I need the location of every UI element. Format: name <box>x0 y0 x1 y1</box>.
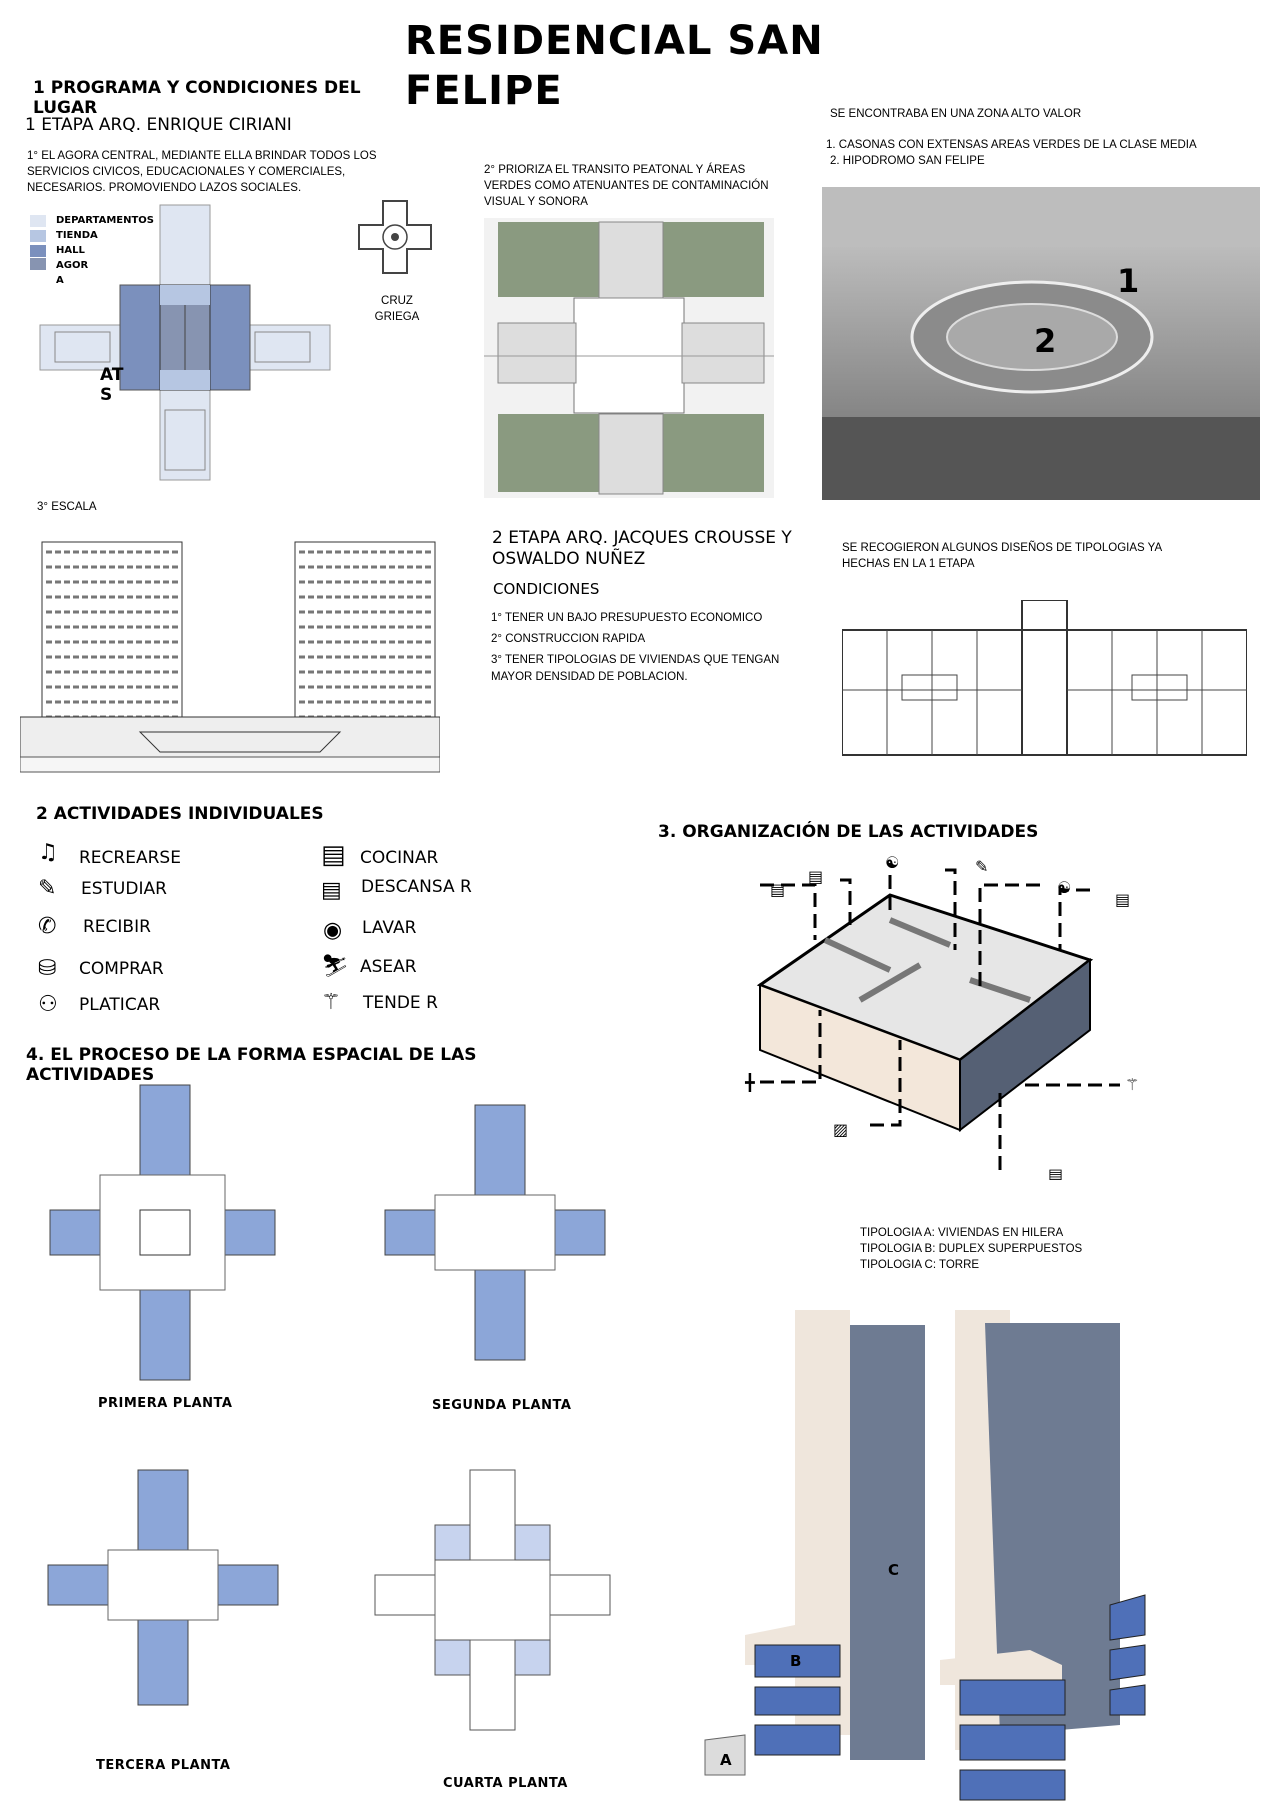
legend-item: TIENDA <box>30 228 154 243</box>
activity-label: ASEAR <box>360 957 417 977</box>
photo-mark-2: 2 <box>1034 322 1056 360</box>
activity-label: LAVAR <box>362 918 417 938</box>
cart-icon: ⛁ <box>38 956 57 981</box>
zona-list-item: 1. CASONAS CON EXTENSAS AREAS VERDES DE … <box>826 139 1197 151</box>
greek-cross-icon <box>358 200 432 274</box>
plan-label: SEGUNDA PLANTA <box>432 1398 572 1413</box>
dance-icon: ♫ <box>38 840 58 865</box>
stove-icon: ▤ <box>321 840 346 870</box>
activities-organization-diagram: ▤ ▤ ☯ ✎ ☯ ▤ ╋ ▨ ⚚ ▤ <box>744 853 1139 1180</box>
sofa-icon: ▨ <box>833 1120 848 1139</box>
activity-label: RECIBIR <box>83 917 151 937</box>
section4-heading: 4. EL PROCESO DE LA FORMA ESPACIAL DE LA… <box>26 1045 477 1085</box>
receive-icon: ✆ <box>38 914 57 939</box>
plan-legend: DEPARTAMENTOS TIENDA HALL AGOR A <box>30 213 154 288</box>
condicion-item: 2° CONSTRUCCION RAPIDA <box>491 633 646 645</box>
legend-label: DEPARTAMENTOS <box>56 215 154 226</box>
bed-icon: ▤ <box>808 867 823 886</box>
plan-fragment-text: AT S <box>100 365 124 405</box>
tipologias-list: TIPOLOGIA A: VIVIENDAS EN HILERA TIPOLOG… <box>860 1225 1082 1273</box>
plan-primera <box>49 1084 276 1381</box>
legend-swatch <box>30 229 46 242</box>
condiciones-list: 1° TENER UN BAJO PRESUPUESTO ECONOMICO 2… <box>491 610 791 686</box>
paragraph-agora: 1° EL AGORA CENTRAL, MEDIANTE ELLA BRIND… <box>27 150 377 194</box>
toilet-icon: ⛷ <box>321 954 349 979</box>
cross-plan-diagram <box>39 204 331 481</box>
bed-icon: ▤ <box>321 878 342 903</box>
escala-label: 3° ESCALA <box>37 501 97 513</box>
activity-label: PLATICAR <box>79 995 161 1015</box>
section2-heading: 2 ACTIVIDADES INDIVIDUALES <box>36 804 324 824</box>
cruz-griega-label: CRUZ GRIEGA <box>374 295 420 323</box>
condiciones-label: CONDICIONES <box>493 580 600 598</box>
table-icon: ╋ <box>744 1072 755 1092</box>
washer-icon: ◉ <box>323 918 343 943</box>
bed-icon: ▤ <box>1115 890 1130 909</box>
plan-label: TERCERA PLANTA <box>96 1758 231 1773</box>
study-icon: ✎ <box>975 857 988 876</box>
legend-label: TIENDA <box>56 230 98 241</box>
paragraph-transito: 2° PRIORIZA EL TRANSITO PEATONAL Y ÁREAS… <box>484 164 769 208</box>
plan-label: PRIMERA PLANTA <box>98 1396 233 1411</box>
legend-item: HALL <box>30 243 154 258</box>
typology-mark-b: B <box>790 1652 801 1670</box>
tipologia-item: TIPOLOGIA C: TORRE <box>860 1259 980 1271</box>
site-plan-diagram <box>484 218 774 498</box>
activity-label: DESCANSA R <box>361 877 472 897</box>
plan-segunda <box>384 1104 606 1361</box>
activity-label: RECREARSE <box>79 848 181 868</box>
activity-label: ESTUDIAR <box>81 879 167 899</box>
condicion-item: 3° TENER TIPOLOGIAS DE VIVIENDAS QUE TEN… <box>491 654 780 683</box>
condicion-item: 1° TENER UN BAJO PRESUPUESTO ECONOMICO <box>491 612 763 624</box>
plan-label: CUARTA PLANTA <box>443 1776 568 1791</box>
restroom-icon: ☯ <box>1057 878 1071 897</box>
legend-item: DEPARTAMENTOS <box>30 213 154 228</box>
typology-massing-3d: A B C <box>704 1310 1146 1801</box>
tipologia-item: TIPOLOGIA A: VIVIENDAS EN HILERA <box>860 1227 1064 1239</box>
elevation-drawing <box>20 541 440 773</box>
typology-mark-a: A <box>720 1751 732 1769</box>
etapa2-title: 2 ETAPA ARQ. JACQUES CROUSSE Y OSWALDO N… <box>492 528 792 569</box>
restroom-icon: ☯ <box>885 853 899 872</box>
zona-list: 1. CASONAS CON EXTENSAS AREAS VERDES DE … <box>826 137 1197 169</box>
legend-item: AGOR A <box>30 258 154 288</box>
laundry-line-icon: ⚚ <box>321 990 341 1015</box>
title-line-2: FELIPE <box>405 68 563 114</box>
talk-icon: ⚇ <box>38 992 58 1017</box>
legend-swatch <box>30 244 46 257</box>
recogieron-text: SE RECOGIERON ALGUNOS DISEÑOS DE TIPOLOG… <box>842 542 1162 570</box>
section1-heading: 1 PROGRAMA Y CONDICIONES DEL LUGAR <box>33 78 361 118</box>
typology-floor-plan <box>842 600 1247 756</box>
typology-mark-c: C <box>888 1561 899 1579</box>
activity-label: COMPRAR <box>79 959 164 979</box>
zona-text: SE ENCONTRABA EN UNA ZONA ALTO VALOR <box>830 108 1082 120</box>
activity-label: TENDE R <box>363 993 438 1013</box>
bed-icon: ▤ <box>770 880 785 899</box>
page-title: RESIDENCIAL SAN FELIPE <box>405 16 824 116</box>
legend-label: AGOR A <box>56 260 89 286</box>
stove-icon: ▤ <box>1048 1165 1063 1180</box>
zona-list-item: 2. HIPODROMO SAN FELIPE <box>830 155 985 167</box>
activity-label: COCINAR <box>360 848 439 868</box>
legend-label: HALL <box>56 245 85 256</box>
title-line-1: RESIDENCIAL SAN <box>405 18 824 64</box>
laundry-line-icon: ⚚ <box>1125 1075 1139 1094</box>
plan-tercera <box>47 1469 279 1706</box>
plan-cuarta <box>374 1469 611 1731</box>
section3-heading: 3. ORGANIZACIÓN DE LAS ACTIVIDADES <box>658 822 1039 842</box>
legend-swatch <box>30 214 46 227</box>
etapa1-title: 1 ETAPA ARQ. ENRIQUE CIRIANI <box>25 115 292 135</box>
study-icon: ✎ <box>38 876 57 901</box>
tipologia-item: TIPOLOGIA B: DUPLEX SUPERPUESTOS <box>860 1243 1083 1255</box>
aerial-photo: 1 2 <box>822 187 1260 500</box>
legend-swatch <box>30 258 46 270</box>
photo-mark-1: 1 <box>1117 262 1139 300</box>
